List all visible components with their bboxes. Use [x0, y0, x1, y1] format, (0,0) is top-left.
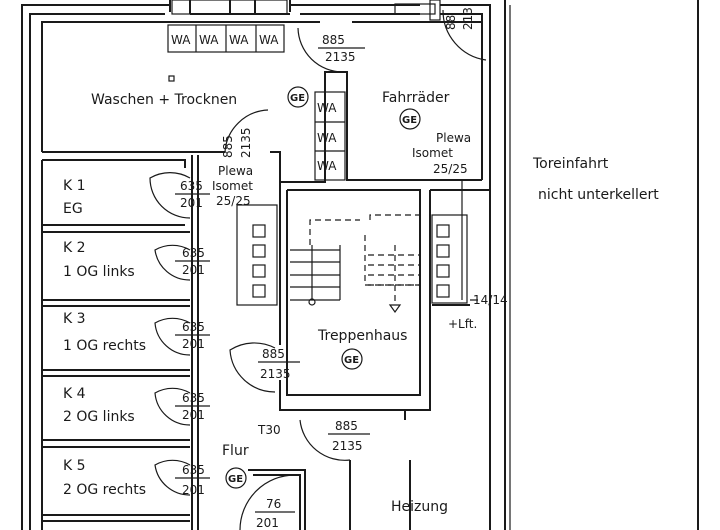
lift-label: +Lft. [448, 317, 477, 331]
shaft-brand: Plewa [218, 164, 253, 178]
wa-label: WA [229, 33, 249, 47]
room-label-nicht-unterkellert: nicht unterkellert [538, 187, 659, 203]
ge-label: GE [344, 355, 359, 366]
windows [171, 0, 441, 21]
door-width: 635 [180, 179, 203, 193]
wa-label: WA [317, 131, 337, 145]
cellar-labels: K 1 EG K 2 1 OG links K 3 1 OG rechts K … [63, 178, 146, 498]
door-height: 201 [182, 483, 205, 497]
room-label-waschen: Waschen + Trocknen [91, 92, 237, 108]
door-height: 201 [182, 408, 205, 422]
lift-shaft-size: 14/14 [473, 293, 508, 307]
cellar-id: K 4 [63, 386, 86, 402]
shafts [236, 180, 478, 306]
room-label-toreinfahrt: Toreinfahrt [532, 156, 609, 172]
door-width: 885 [221, 135, 235, 158]
door-width: 885 [262, 347, 285, 361]
staircase [290, 214, 425, 314]
door-height: 201 [256, 516, 279, 530]
room-label-heizung: Heizung [391, 499, 448, 515]
cellar-floor: 1 OG rechts [63, 338, 146, 354]
shaft-type: Isomet [412, 146, 453, 160]
door-width: 76 [266, 497, 281, 511]
shaft-size: 25/25 [216, 194, 251, 208]
shaft-size: 25/25 [433, 162, 468, 176]
cellar-floor: 2 OG rechts [63, 482, 146, 498]
door-width: 635 [182, 320, 205, 334]
cellar-id: K 3 [63, 311, 86, 327]
door-width: 88 [444, 15, 458, 30]
ge-label: GE [290, 93, 305, 104]
ge-label: GE [402, 115, 417, 126]
room-label-flur: Flur [222, 443, 249, 459]
ge-markers: GE GE GE GE [225, 86, 421, 489]
door-width: 635 [182, 246, 205, 260]
cellar-floor: 2 OG links [63, 409, 135, 425]
door-height: 201 [182, 263, 205, 277]
door-height: 2135 [239, 127, 253, 158]
door-width: 885 [322, 33, 345, 47]
door-height: 2135 [325, 50, 356, 64]
ge-label: GE [228, 474, 243, 485]
shaft-type: Isomet [212, 179, 253, 193]
walls [21, 0, 699, 530]
wa-label: WA [317, 159, 337, 173]
door-dimensions: 885 2135 88 213 885 2135 635 201 635 201 6… [175, 7, 475, 530]
room-label-fahrraeder: Fahrräder [382, 90, 450, 106]
cellar-floor: EG [63, 201, 83, 217]
wa-label: WA [317, 101, 337, 115]
door-swings [149, 9, 487, 530]
door-height: 2135 [332, 439, 363, 453]
cellar-floor: 1 OG links [63, 264, 135, 280]
wa-label: WA [199, 33, 219, 47]
wa-label: WA [259, 33, 279, 47]
wa-units: WA WA WA WA WA WA WA [167, 24, 346, 181]
door-height: 2135 [260, 367, 291, 381]
door-height: 201 [182, 337, 205, 351]
door-height: 213 [461, 7, 475, 30]
shaft-brand: Plewa [436, 131, 471, 145]
cellar-id: K 2 [63, 240, 86, 256]
shaft-labels: Plewa Isomet 25/25 Plewa Isomet 25/25 14… [212, 131, 508, 331]
door-width: 635 [182, 391, 205, 405]
door-width: 885 [335, 419, 358, 433]
door-width: 635 [182, 463, 205, 477]
cellar-id: K 1 [63, 178, 86, 194]
room-label-treppenhaus: Treppenhaus [317, 328, 407, 344]
fire-door-label: T30 [257, 423, 281, 437]
cellar-id: K 5 [63, 458, 86, 474]
wa-label: WA [171, 33, 191, 47]
door-height: 201 [180, 196, 203, 210]
